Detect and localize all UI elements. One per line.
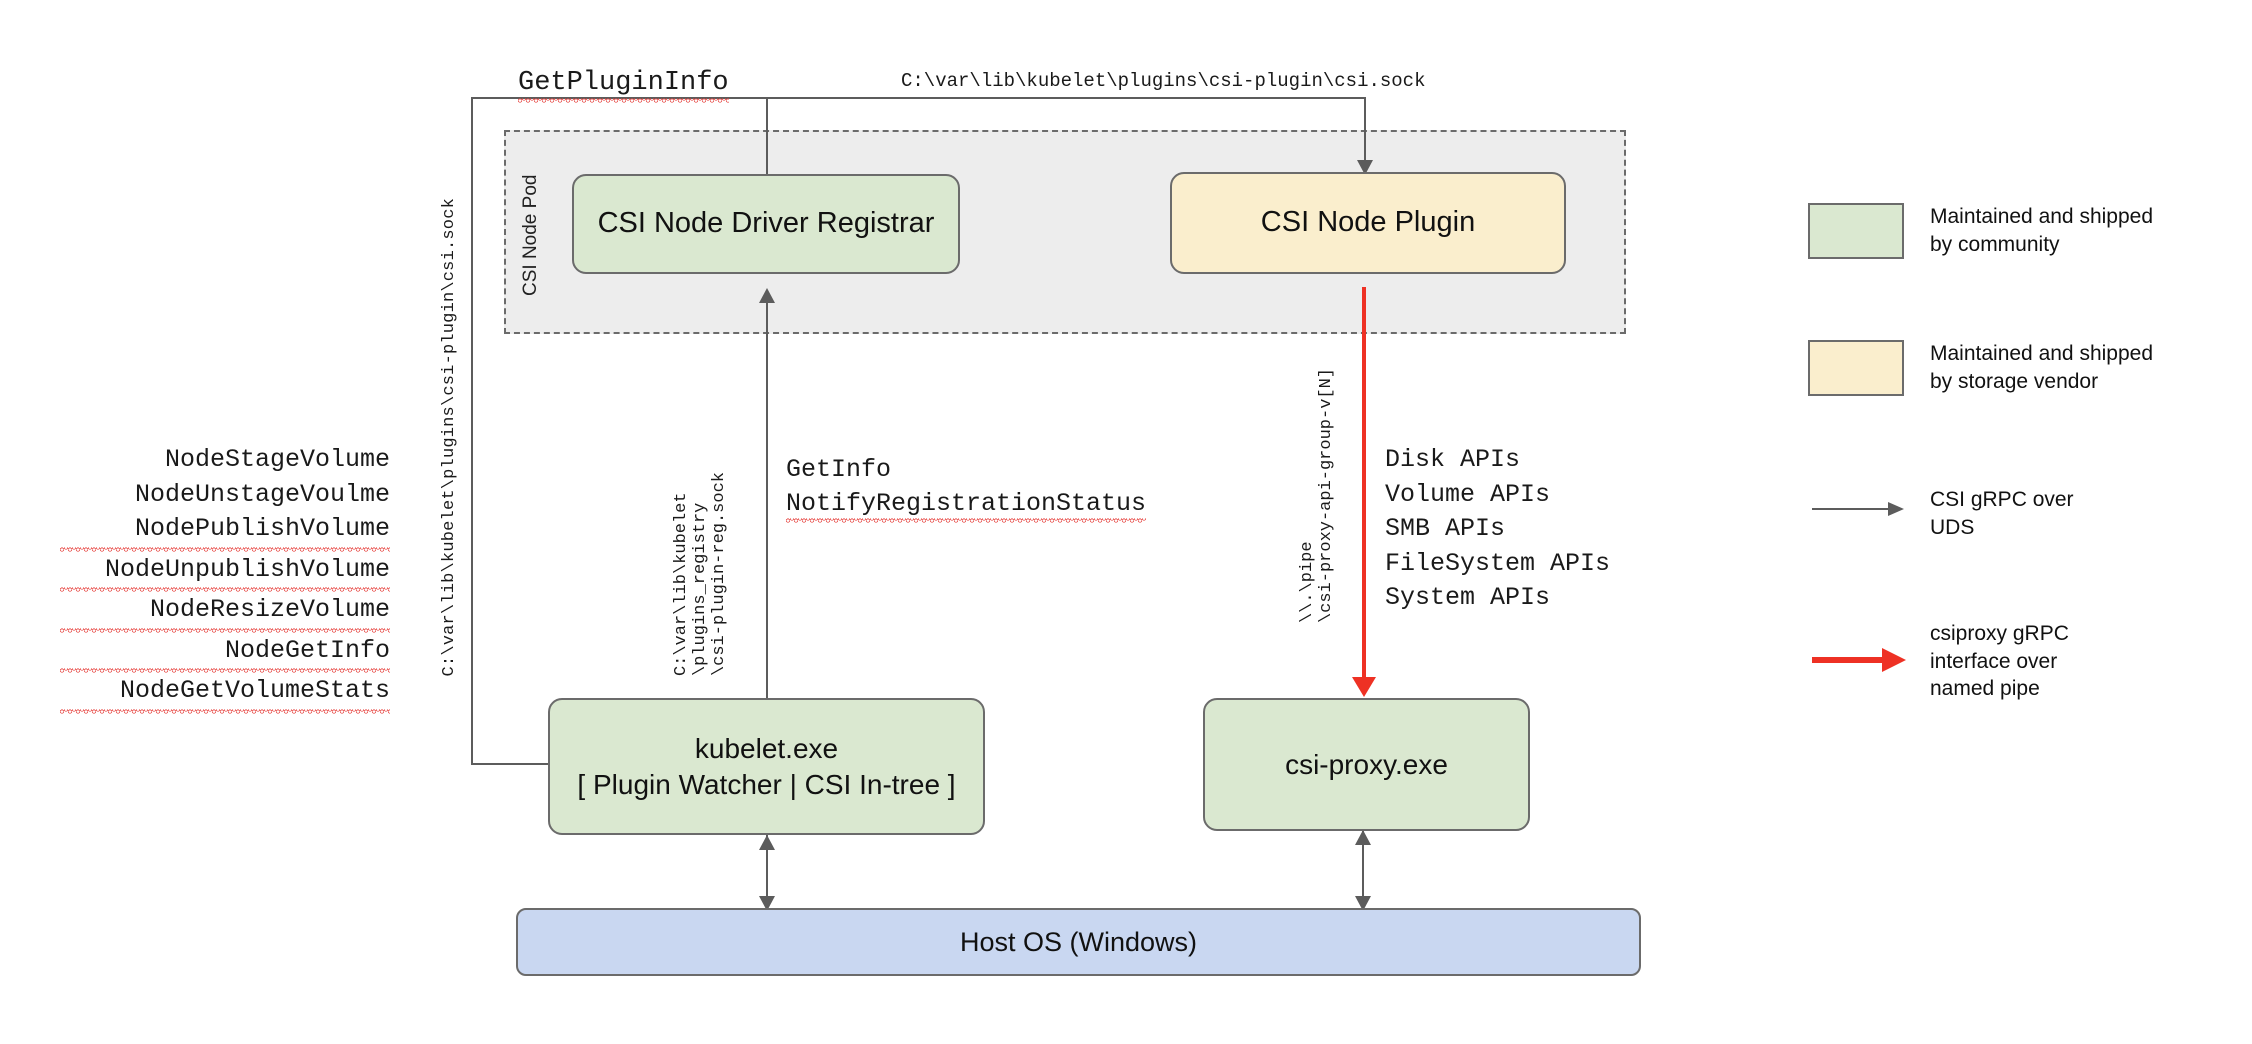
arrowhead-csiproxy-to-hostos xyxy=(1355,896,1371,911)
node-label: CSI Node Plugin xyxy=(1260,206,1476,239)
edge-csiproxy-hostos-line xyxy=(1362,830,1364,910)
api-item: NodeUnstageVoulme xyxy=(134,479,390,509)
edge-kubelet-to-registrar-line xyxy=(766,302,768,700)
label-named-pipe: \\.\pipe \csi-proxy-api-group-v[N] xyxy=(1298,368,1336,623)
api-item: Disk APIs xyxy=(1385,445,1521,474)
node-csi-node-driver-registrar[interactable]: CSI Node Driver Registrar xyxy=(572,174,960,274)
node-csi-proxy-exe[interactable]: csi-proxy.exe xyxy=(1203,698,1530,831)
node-kubelet-exe[interactable]: kubelet.exe [ Plugin Watcher | CSI In-tr… xyxy=(548,698,985,835)
legend-arrow-uds-line xyxy=(1812,508,1890,510)
api-item: System APIs xyxy=(1385,583,1551,612)
api-item: SMB APIs xyxy=(1385,514,1506,543)
edge-registrar-to-kubelet-top xyxy=(766,97,768,174)
api-item: NodeUnpublishVolume xyxy=(60,552,390,594)
api-item: NodeGetVolumeStats xyxy=(60,674,390,715)
reg-sock-line-2: \plugins_registry xyxy=(691,502,710,677)
api-item: NodeGetInfo xyxy=(60,633,390,675)
csi-proxy-api-list: Disk APIs Volume APIs SMB APIs FileSyste… xyxy=(1385,443,1610,616)
node-label: CSI Node Driver Registrar xyxy=(597,207,935,240)
csi-node-pod-label: CSI Node Pod xyxy=(520,174,541,296)
node-label: csi-proxy.exe xyxy=(1285,748,1448,780)
legend-text-uds: CSI gRPC over UDS xyxy=(1930,488,2074,539)
api-item: NodeResizeVolume xyxy=(60,593,390,634)
label-plugin-registry-sock: C:\var\lib\kubelet \plugins_registry \cs… xyxy=(672,472,729,676)
legend-swatch-community xyxy=(1808,203,1904,259)
arrowhead-hostos-to-csiproxy xyxy=(1355,830,1371,845)
label-getinfo: GetInfo xyxy=(786,455,892,484)
label-notifyregistrationstatus: NotifyRegistrationStatus xyxy=(786,489,1147,524)
edge-csiproxy-red-line xyxy=(1362,287,1366,686)
legend-arrow-pipe-head xyxy=(1882,648,1906,672)
arrowhead-kubelet-to-hostos xyxy=(759,896,775,911)
arrowhead-hostos-to-kubelet xyxy=(759,835,775,850)
arrowhead-into-registrar xyxy=(759,288,775,303)
arrowhead-into-csi-node-plugin xyxy=(1357,160,1373,175)
kubelet-subtitle: [ Plugin Watcher | CSI In-tree ] xyxy=(577,768,956,800)
pipe-line-2: \csi-proxy-api-group-v[N] xyxy=(1317,368,1336,624)
legend-arrow-uds-head xyxy=(1888,502,1904,516)
edge-getplugininfo-top xyxy=(471,97,1366,99)
api-item: NodeStageVolume xyxy=(164,445,390,474)
legend-text-community: Maintained and shipped by community xyxy=(1930,205,2154,256)
node-label: Host OS (Windows) xyxy=(959,926,1198,957)
pipe-line-1: \\.\pipe xyxy=(1298,541,1317,624)
edge-kubelet-hostos-line xyxy=(766,835,768,910)
legend-arrow-pipe-line xyxy=(1812,657,1884,663)
reg-sock-line-1: C:\var\lib\kubelet xyxy=(672,492,691,677)
kubelet-title: kubelet.exe xyxy=(694,732,839,764)
label-csi-sock-top: C:\var\lib\kubelet\plugins\csi-plugin\cs… xyxy=(901,70,1426,92)
arrowhead-into-csi-proxy xyxy=(1352,677,1376,697)
api-item: FileSystem APIs xyxy=(1385,548,1611,578)
label-csi-sock-left: C:\var\lib\kubelet\plugins\csi-plugin\cs… xyxy=(440,198,459,677)
api-item: NodePublishVolume xyxy=(60,512,390,553)
node-host-os[interactable]: Host OS (Windows) xyxy=(516,908,1641,976)
edge-csi-sock-down-to-plugin xyxy=(1364,97,1366,169)
api-item: Volume APIs xyxy=(1385,479,1551,509)
reg-sock-line-3: \csi-plugin-reg.sock xyxy=(710,472,729,677)
edge-getplugininfo-vertical xyxy=(471,97,473,765)
legend-text-named-pipe: csiproxy gRPC interface over named pipe xyxy=(1930,622,2069,701)
label-getplugininfo: GetPluginInfo xyxy=(518,68,729,104)
legend-swatch-vendor xyxy=(1808,340,1904,396)
edge-getplugininfo-bottom xyxy=(471,763,549,765)
csi-node-api-list: NodeStageVolume NodeUnstageVoulme NodePu… xyxy=(60,443,390,715)
node-csi-node-plugin[interactable]: CSI Node Plugin xyxy=(1170,172,1566,274)
legend-text-vendor: Maintained and shipped by storage vendor xyxy=(1930,342,2154,393)
